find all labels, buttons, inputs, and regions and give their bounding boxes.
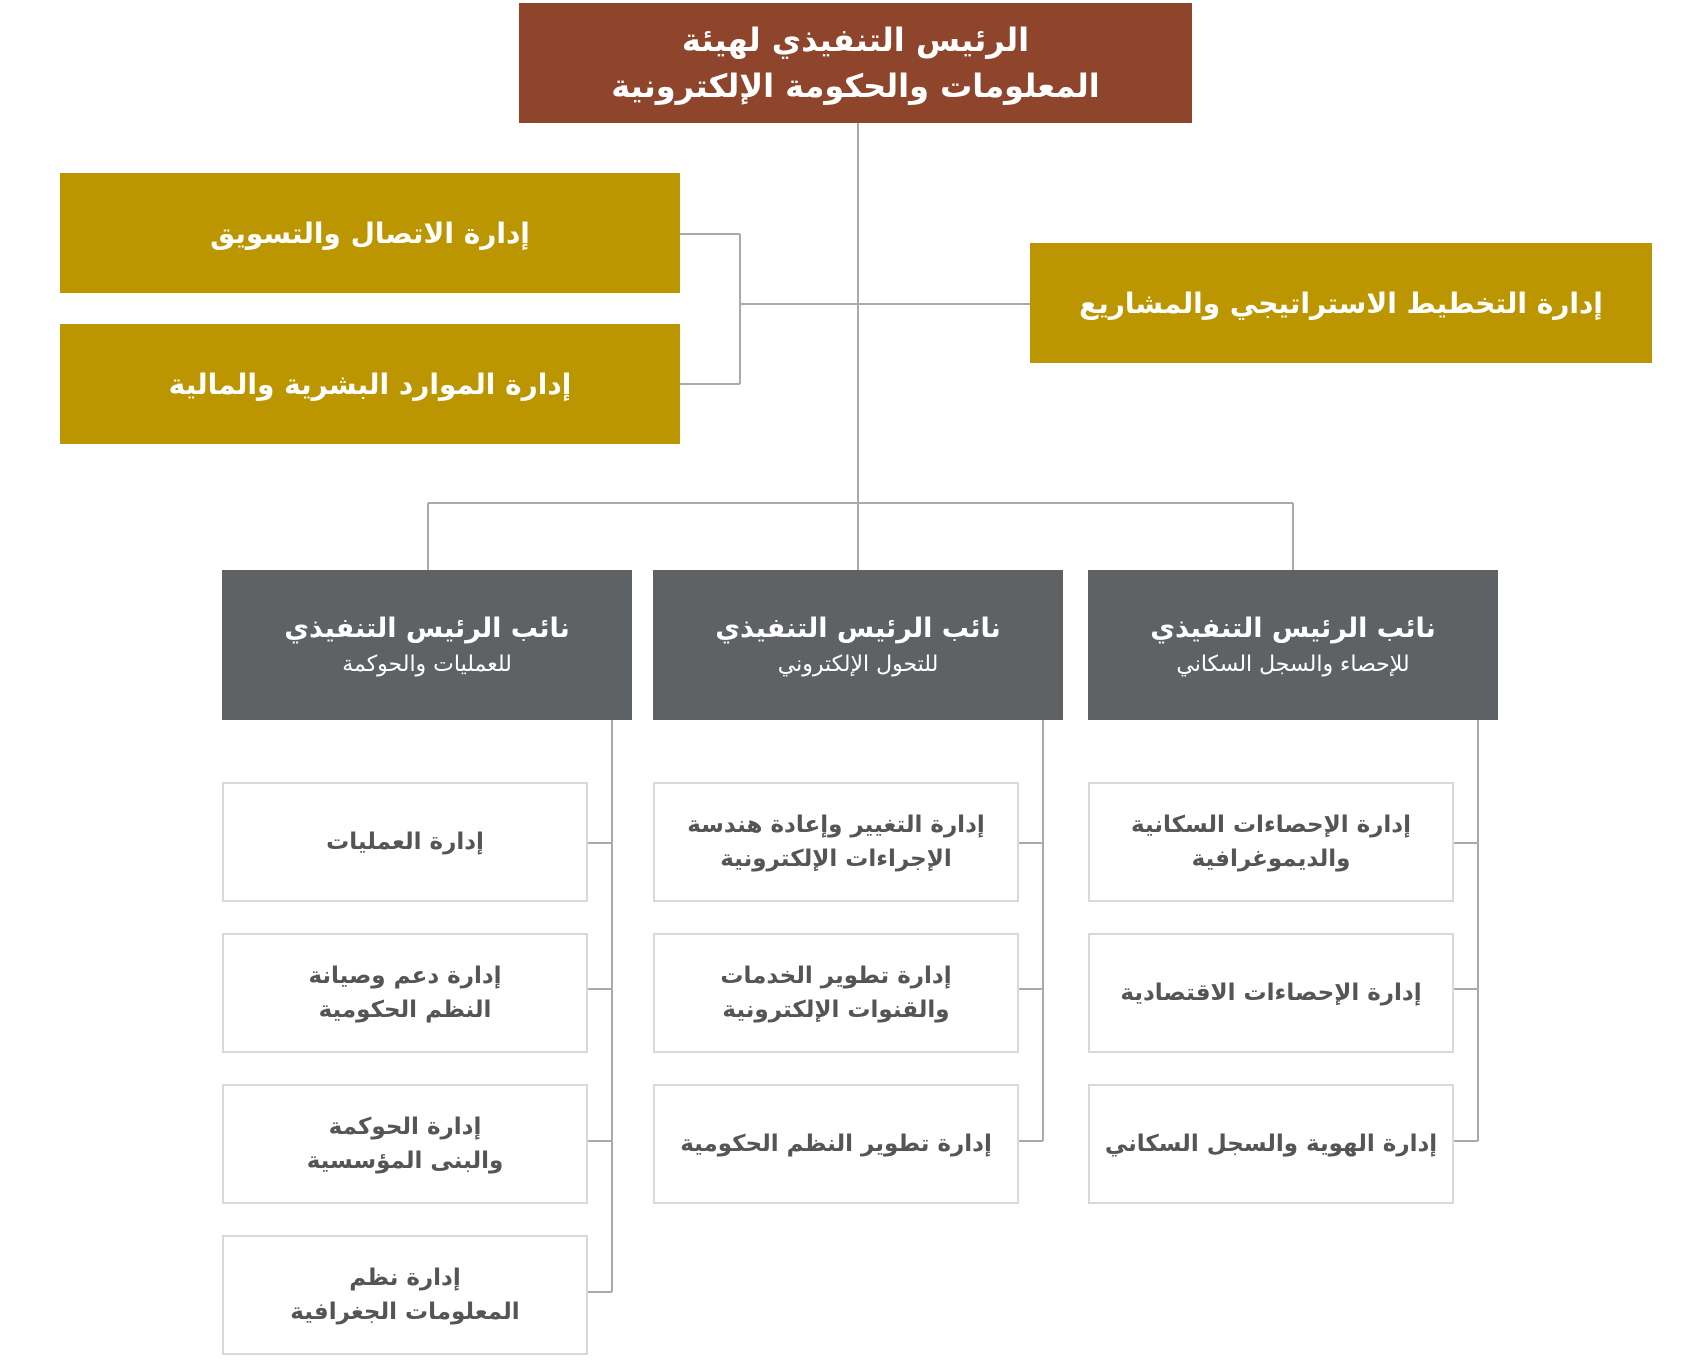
operations-dept-3-line-2: والبنى المؤسسية bbox=[306, 1148, 504, 1174]
operations-dept-2-box: إدارة دعم وصيانة النظم الحكومية bbox=[222, 933, 588, 1053]
operations-dept-1-line-1: إدارة العمليات bbox=[326, 829, 484, 855]
vp-transformation-title: نائب الرئيس التنفيذي bbox=[715, 613, 1001, 644]
transformation-dept-3-line-1: إدارة تطوير النظم الحكومية bbox=[680, 1131, 992, 1157]
vp-operations-box: نائب الرئيس التنفيذي للعمليات والحوكمة bbox=[222, 570, 632, 720]
strategic-planning-box: إدارة التخطيط الاستراتيجي والمشاريع bbox=[1030, 243, 1652, 363]
hr-finance-label: إدارة الموارد البشرية والمالية bbox=[168, 367, 572, 401]
ceo-title-line-2: المعلومات والحكومة الإلكترونية bbox=[611, 67, 1100, 105]
communication-marketing-box: إدارة الاتصال والتسويق bbox=[60, 173, 680, 293]
statistics-dept-2-line-1: إدارة الإحصاءات الاقتصادية bbox=[1120, 980, 1422, 1006]
transformation-dept-3-box: إدارة تطوير النظم الحكومية bbox=[653, 1084, 1019, 1204]
statistics-dept-2-box: إدارة الإحصاءات الاقتصادية bbox=[1088, 933, 1454, 1053]
transformation-dept-1-line-2: الإجراءات الإلكترونية bbox=[720, 846, 952, 872]
vp-statistics-box: نائب الرئيس التنفيذي للإحصاء والسجل السك… bbox=[1088, 570, 1498, 720]
ceo-box: الرئيس التنفيذي لهيئة المعلومات والحكومة… bbox=[519, 3, 1192, 123]
statistics-dept-3-box: إدارة الهوية والسجل السكاني bbox=[1088, 1084, 1454, 1204]
operations-dept-1-box: إدارة العمليات bbox=[222, 782, 588, 902]
hr-finance-box: إدارة الموارد البشرية والمالية bbox=[60, 324, 680, 444]
statistics-dept-3-line-1: إدارة الهوية والسجل السكاني bbox=[1104, 1131, 1438, 1157]
vp-transformation-subtitle: للتحول الإلكتروني bbox=[777, 652, 939, 677]
communication-marketing-label: إدارة الاتصال والتسويق bbox=[210, 216, 530, 250]
statistics-dept-1-box: إدارة الإحصاءات السكانية والديموغرافية bbox=[1088, 782, 1454, 902]
transformation-dept-2-line-2: والقنوات الإلكترونية bbox=[722, 997, 950, 1023]
transformation-dept-1-line-1: إدارة التغيير وإعادة هندسة bbox=[687, 812, 985, 838]
statistics-dept-1-line-1: إدارة الإحصاءات السكانية bbox=[1131, 812, 1411, 838]
vp-operations-title: نائب الرئيس التنفيذي bbox=[284, 613, 570, 644]
operations-dept-3-line-1: إدارة الحوكمة bbox=[328, 1114, 482, 1140]
operations-dept-4-line-2: المعلومات الجغرافية bbox=[290, 1299, 520, 1325]
statistics-dept-1-line-2: والديموغرافية bbox=[1191, 846, 1351, 872]
strategic-planning-label: إدارة التخطيط الاستراتيجي والمشاريع bbox=[1079, 286, 1603, 320]
vp-statistics-title: نائب الرئيس التنفيذي bbox=[1150, 613, 1436, 644]
vp-transformation-box: نائب الرئيس التنفيذي للتحول الإلكتروني bbox=[653, 570, 1063, 720]
operations-dept-4-line-1: إدارة نظم bbox=[349, 1265, 461, 1291]
transformation-dept-1-box: إدارة التغيير وإعادة هندسة الإجراءات الإ… bbox=[653, 782, 1019, 902]
operations-dept-2-line-2: النظم الحكومية bbox=[318, 997, 492, 1023]
vp-statistics-subtitle: للإحصاء والسجل السكاني bbox=[1176, 652, 1410, 677]
vp-operations-subtitle: للعمليات والحوكمة bbox=[342, 652, 512, 677]
transformation-dept-2-box: إدارة تطوير الخدمات والقنوات الإلكترونية bbox=[653, 933, 1019, 1053]
operations-dept-4-box: إدارة نظم المعلومات الجغرافية bbox=[222, 1235, 588, 1355]
operations-dept-3-box: إدارة الحوكمة والبنى المؤسسية bbox=[222, 1084, 588, 1204]
ceo-title-line-1: الرئيس التنفيذي لهيئة bbox=[681, 21, 1030, 59]
operations-dept-2-line-1: إدارة دعم وصيانة bbox=[308, 963, 502, 989]
transformation-dept-2-line-1: إدارة تطوير الخدمات bbox=[720, 963, 952, 989]
